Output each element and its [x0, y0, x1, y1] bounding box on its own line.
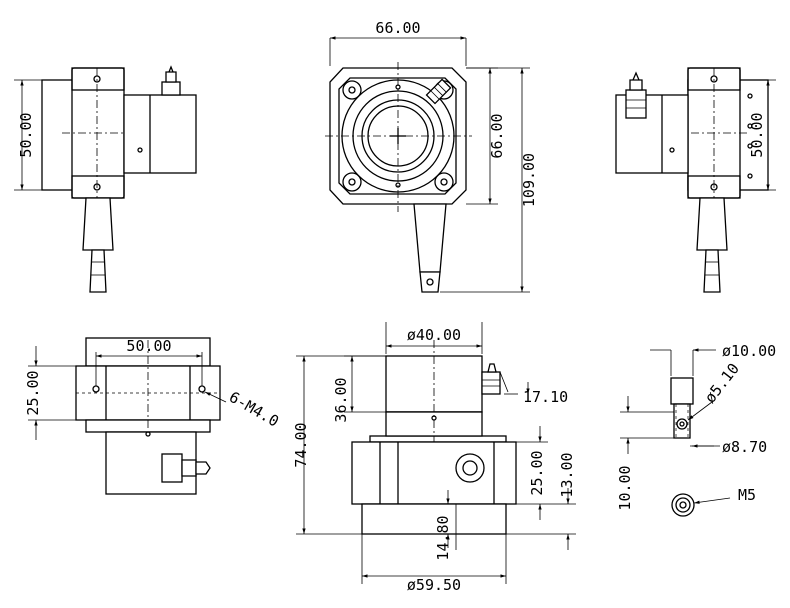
hole-diameter-label: ø5.10 [701, 360, 743, 407]
base-diameter-label: ø59.50 [407, 576, 461, 594]
left-height-label: 50.00 [17, 112, 35, 157]
tip-diameter-label: ø10.00 [722, 342, 776, 360]
flange-height-a-label: 25.00 [528, 450, 546, 495]
right-side-view: 50.00 [615, 67, 776, 293]
thread-label: M5 [738, 486, 756, 504]
right-height-label: 50.00 [748, 112, 766, 157]
flange-height-b-label: 13.00 [558, 452, 576, 497]
mount-holes-label: 6-M4.0 [226, 388, 282, 431]
nozzle-offset-label: 17.10 [523, 388, 568, 406]
left-side-view: 50.00 [14, 65, 197, 293]
eye-diameter-label: ø8.70 [722, 438, 767, 456]
front-height-label: 66.00 [488, 113, 506, 158]
front-total-height-label: 109.00 [520, 153, 538, 207]
top-width-label: 50.00 [126, 337, 171, 355]
body-height-label: 36.00 [332, 377, 350, 422]
top-height-label: 25.00 [24, 370, 42, 415]
base-offset-label: 14.80 [434, 515, 452, 560]
front-view: 66.00 66.00 109.00 [325, 19, 538, 293]
total-height-label: 74.00 [292, 422, 310, 467]
section-view: ø40.00 36.00 74.00 17.10 25.00 13.00 14.… [292, 322, 576, 594]
detail-view: ø10.00 ø5.10 ø8.70 10.00 M5 [616, 342, 776, 517]
body-diameter-label: ø40.00 [407, 326, 461, 344]
top-view: 50.00 25.00 6-M4.0 [24, 337, 282, 495]
front-width-label: 66.00 [375, 19, 420, 37]
eye-length-label: 10.00 [616, 465, 634, 510]
